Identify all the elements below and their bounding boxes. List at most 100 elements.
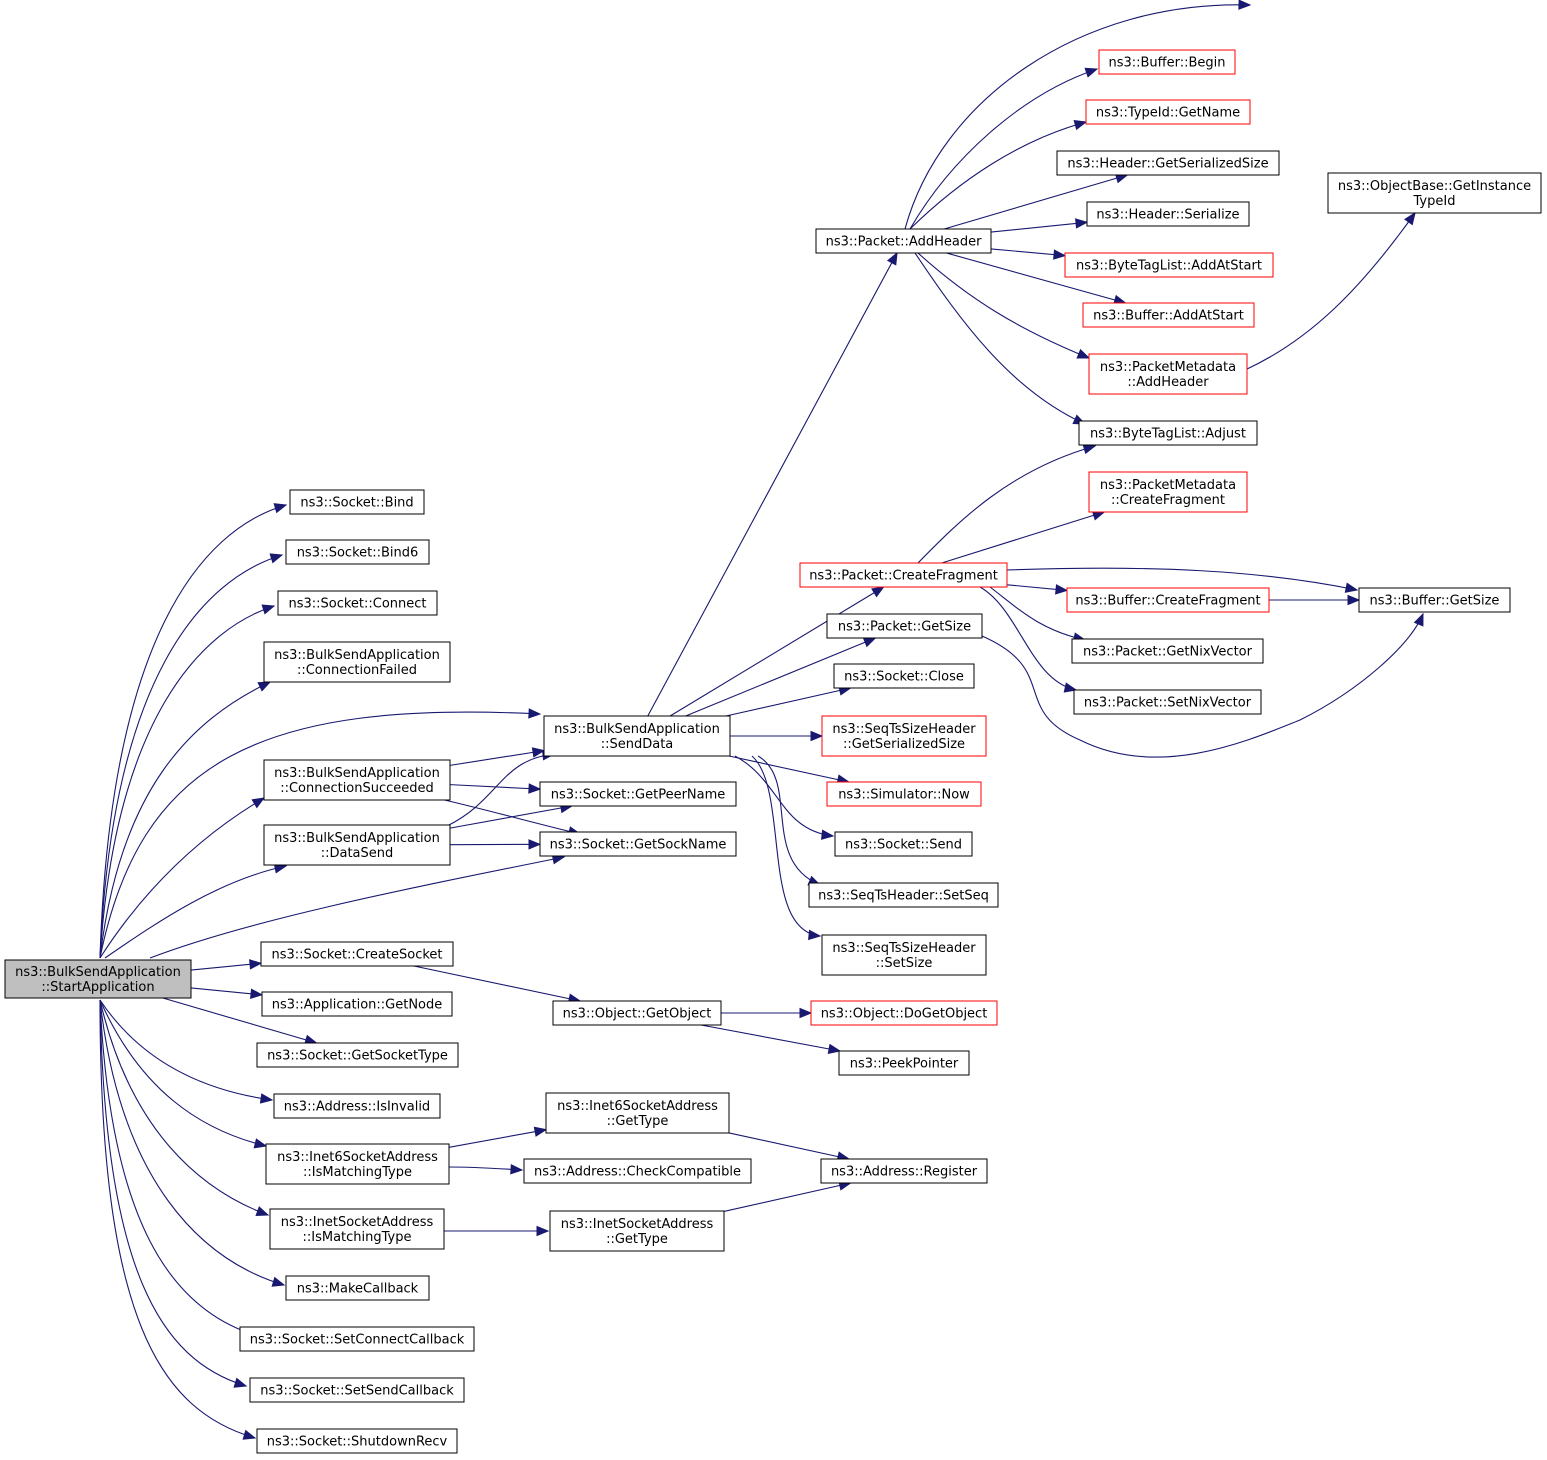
node-register[interactable]: ns3::Address::Register [820,1158,988,1184]
node-box [799,562,1008,588]
node-label: ::IsMatchingType [303,1165,412,1180]
node-sockname[interactable]: ns3::Socket::GetSockName [539,831,737,857]
node-inetmatch[interactable]: ns3::InetSocketAddress::IsMatchingType [269,1208,445,1250]
node-createsocket[interactable]: ns3::Socket::CreateSocket [260,941,454,967]
edge-start-isinvalid-arrowhead [259,1093,274,1104]
edge-createsocket-getobject [413,965,581,1002]
node-label: ns3::Packet::GetNixVector [1083,645,1253,660]
node-socksend[interactable]: ns3::Socket::Send [834,831,973,857]
edge-addheader-hdrser [944,174,1128,230]
node-setsize[interactable]: ns3::SeqTsSizeHeader::SetSize [821,934,987,976]
edge-pmaddheader-objtypeid-arrowhead [1404,211,1416,226]
node-setnix[interactable]: ns3::Packet::SetNixVector [1073,689,1262,715]
node-label: ns3::Socket::GetPeerName [551,788,726,803]
node-label: ::ConnectionSucceeded [280,781,434,796]
node-box [263,641,451,683]
node-socktype[interactable]: ns3::Socket::GetSocketType [256,1042,459,1068]
node-hdrserialize[interactable]: ns3::Header::Serialize [1086,201,1250,227]
node-bufbegin[interactable]: ns3::Buffer::Begin [1098,49,1236,75]
node-createfrag[interactable]: ns3::Packet::CreateFragment [799,562,1008,588]
node-box [1098,49,1236,75]
node-setconnect[interactable]: ns3::Socket::SetConnectCallback [239,1326,475,1352]
edge-senddata-setseq [757,755,821,886]
node-setsend[interactable]: ns3::Socket::SetSendCallback [249,1377,465,1403]
edge-addheader-bufbegin-arrowhead [1084,67,1099,78]
node-inet6gettype[interactable]: ns3::Inet6SocketAddress::GetType [545,1092,730,1134]
edge-start-getnode [190,987,263,996]
node-peername[interactable]: ns3::Socket::GetPeerName [539,781,737,807]
edge-datasend-sockname-arrowhead [528,839,542,850]
node-box [1082,302,1255,328]
node-box [810,1000,998,1026]
edge-senddata-seqtsser-arrowhead [810,730,824,742]
node-bind[interactable]: ns3::Socket::Bind [289,489,425,515]
node-inetgettype[interactable]: ns3::InetSocketAddress::GetType [549,1210,725,1252]
node-checkcompat[interactable]: ns3::Address::CheckCompatible [523,1158,752,1184]
node-label: ns3::PacketMetadata [1100,478,1236,493]
node-sockclose[interactable]: ns3::Socket::Close [833,663,975,689]
edge-addheader-typeidname-arrowhead [1073,119,1088,131]
edge-datasend-peername [449,805,572,829]
node-box [833,663,975,689]
node-makecallback[interactable]: ns3::MakeCallback [285,1275,430,1301]
node-isinvalid[interactable]: ns3::Address::IsInvalid [273,1093,441,1119]
node-label: ns3::BulkSendApplication [554,722,720,737]
node-pktgetsize[interactable]: ns3::Packet::GetSize [826,613,983,639]
node-connfailed[interactable]: ns3::BulkSendApplication::ConnectionFail… [263,641,451,683]
edge-start-inet6match [99,999,267,1147]
node-typeidname[interactable]: ns3::TypeId::GetName [1085,99,1251,125]
node-hdrser[interactable]: ns3::Header::GetSerializedSize [1056,150,1280,176]
edge-getobject-peekpointer [700,1024,841,1052]
node-label: ns3::Socket::CreateSocket [271,948,442,963]
node-senddata[interactable]: ns3::BulkSendApplication::SendData [543,715,731,757]
node-box [256,1042,459,1068]
node-bufaddatstart[interactable]: ns3::Buffer::AddAtStart [1082,302,1255,328]
node-label: ns3::BulkSendApplication [274,766,440,781]
node-box [523,1158,752,1184]
edge-senddata-simnow [728,755,849,783]
edge-start-connect [99,605,275,959]
node-label: ns3::Socket::Close [844,670,964,685]
edge-senddata-addheader-arrowhead [886,251,898,266]
node-box [1327,172,1542,214]
node-datasend[interactable]: ns3::BulkSendApplication::DataSend [263,824,451,866]
node-box [269,1208,445,1250]
node-simnow[interactable]: ns3::Simulator::Now [826,781,982,807]
node-getnode[interactable]: ns3::Application::GetNode [261,991,453,1017]
node-box [260,941,454,967]
node-btladdatstart[interactable]: ns3::ByteTagList::AddAtStart [1064,252,1274,278]
node-shutdown[interactable]: ns3::Socket::ShutdownRecv [256,1428,458,1454]
edge-addheader-hdrserialize [990,221,1088,233]
node-start[interactable]: ns3::BulkSendApplication::StartApplicati… [4,959,192,999]
edge-senddata-addheader [647,252,898,717]
node-setseq[interactable]: ns3::SeqTsHeader::SetSeq [808,882,999,908]
node-bufgetsize[interactable]: ns3::Buffer::GetSize [1358,587,1511,613]
node-bind6[interactable]: ns3::Socket::Bind6 [285,539,430,565]
node-label: ns3::Application::GetNode [272,998,443,1013]
edge-pmaddheader-objtypeid [1244,212,1416,371]
node-label: ::StartApplication [41,980,154,995]
node-label: ns3::Buffer::GetSize [1370,594,1500,609]
node-connsucc[interactable]: ns3::BulkSendApplication::ConnectionSucc… [263,759,451,801]
node-bufcreatefrag[interactable]: ns3::Buffer::CreateFragment [1066,587,1270,613]
node-pmaddheader[interactable]: ns3::PacketMetadata::AddHeader [1088,353,1248,395]
node-addheader[interactable]: ns3::Packet::AddHeader [815,228,992,254]
node-getobject[interactable]: ns3::Object::GetObject [552,1000,722,1026]
node-dogetobject[interactable]: ns3::Object::DoGetObject [810,1000,998,1026]
edge-connsucc-sockname [439,798,581,835]
node-box [821,934,987,976]
node-btladjust[interactable]: ns3::ByteTagList::Adjust [1078,420,1258,446]
node-seqtsser[interactable]: ns3::SeqTsSizeHeader::GetSerializedSize [821,715,987,757]
node-peekpointer[interactable]: ns3::PeekPointer [838,1050,970,1076]
edge-start-connect-arrowhead [261,604,276,615]
call-edges [99,0,1424,1440]
node-label: ns3::Header::Serialize [1096,208,1239,223]
node-label: ::IsMatchingType [303,1230,412,1245]
node-label: ns3::Packet::AddHeader [826,235,982,250]
edge-senddata-createfrag [669,586,884,717]
node-inet6match[interactable]: ns3::Inet6SocketAddress::IsMatchingType [265,1143,450,1185]
node-connect[interactable]: ns3::Socket::Connect [277,590,438,616]
node-pmcreatefrag[interactable]: ns3::PacketMetadata::CreateFragment [1088,471,1248,513]
node-getnix[interactable]: ns3::Packet::GetNixVector [1071,638,1264,664]
